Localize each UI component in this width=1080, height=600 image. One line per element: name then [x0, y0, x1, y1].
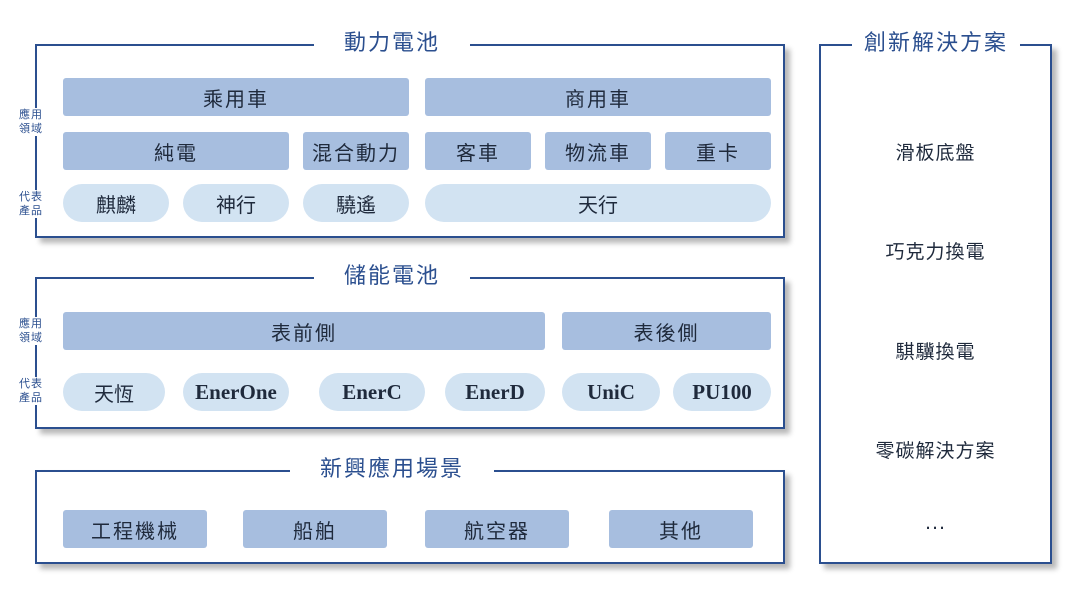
emerging-item-aircraft: 航空器	[425, 510, 569, 548]
product-qilin: 麒麟	[63, 184, 169, 222]
emerging-item-ships: 船舶	[243, 510, 387, 548]
power-products-label: 代表 產品	[15, 190, 47, 218]
emerging-panel: 新興應用場景 工程機械 船舶 航空器 其他	[35, 455, 785, 564]
behind-meter-box: 表後側	[562, 312, 771, 350]
storage-application-label: 應用 領域	[15, 317, 47, 345]
bus-box: 客車	[425, 132, 531, 170]
solution-choco-swap: 巧克力換電	[885, 241, 986, 263]
product-enerc: EnerC	[319, 373, 425, 411]
solution-qiji-swap: 騏驥換電	[895, 341, 976, 363]
innovative-solutions-panel: 創新解決方案 滑板底盤 巧克力換電 騏驥換電 零碳解決方案 ...	[819, 29, 1052, 564]
power-battery-title: 動力電池	[313, 29, 471, 59]
solution-zero-carbon: 零碳解決方案	[875, 440, 996, 462]
hybrid-box: 混合動力	[303, 132, 409, 170]
emerging-item-other: 其他	[609, 510, 753, 548]
solution-skateboard-chassis: 滑板底盤	[895, 142, 976, 164]
commercial-vehicle-box: 商用車	[425, 78, 771, 116]
solution-more: ...	[924, 512, 947, 534]
product-enerd: EnerD	[445, 373, 545, 411]
emerging-title: 新興應用場景	[289, 455, 495, 485]
power-battery-panel: 動力電池 應用 領域 代表 產品 乘用車 商用車 純電 混合動力 客車 物流車 …	[15, 29, 785, 238]
product-unic: UniC	[562, 373, 660, 411]
product-enerone: EnerOne	[183, 373, 289, 411]
product-tianxing: 天行	[425, 184, 771, 222]
storage-products-label: 代表 產品	[15, 377, 47, 405]
passenger-car-box: 乘用車	[63, 78, 409, 116]
product-tianheng: 天恆	[63, 373, 165, 411]
heavy-truck-box: 重卡	[665, 132, 771, 170]
power-application-label: 應用 領域	[15, 108, 47, 136]
product-xiaoyao: 驍遙	[303, 184, 409, 222]
innovative-solutions-title: 創新解決方案	[851, 29, 1021, 59]
product-pu100: PU100	[673, 373, 771, 411]
logistics-vehicle-box: 物流車	[545, 132, 651, 170]
product-shenxing: 神行	[183, 184, 289, 222]
energy-storage-panel: 儲能電池 應用 領域 代表 產品 表前側 表後側 天恆 EnerOne Ener…	[15, 262, 785, 429]
pure-electric-box: 純電	[63, 132, 289, 170]
emerging-item-construction-machinery: 工程機械	[63, 510, 207, 548]
energy-storage-title: 儲能電池	[313, 262, 471, 292]
front-of-meter-box: 表前側	[63, 312, 545, 350]
